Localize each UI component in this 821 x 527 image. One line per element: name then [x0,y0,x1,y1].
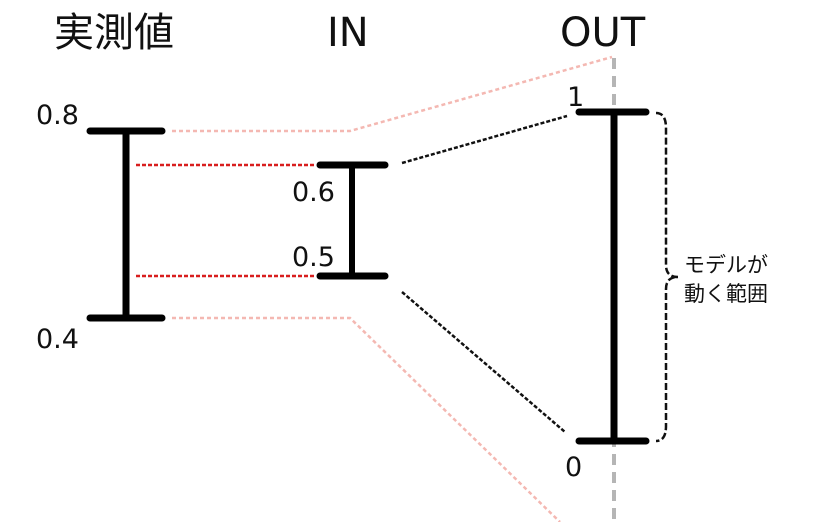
measured-range-bar [86,127,166,322]
output-top-label: 1 [567,82,584,113]
connector-measured-bottom-light [172,316,561,523]
input-bottom-label: 0.5 [292,242,335,273]
heading-input: IN [327,10,369,56]
input-top-label: 0.6 [292,177,335,208]
model-range-brace [655,111,679,443]
connector-in-to-out-bottom [401,291,566,433]
heading-measured: 実測値 [54,10,174,56]
output-range-bar [575,108,650,445]
connector-measured-top-light [172,55,613,133]
annotation-line-1: モデルが [684,253,768,277]
annotation-line-2: 動く範囲 [684,282,768,306]
input-range-bar [316,161,389,280]
measured-bottom-label: 0.4 [36,324,79,355]
measured-top-label: 0.8 [36,100,79,131]
connector-in-to-out-top [401,114,568,165]
output-bottom-label: 0 [565,452,582,483]
heading-output: OUT [560,10,646,56]
